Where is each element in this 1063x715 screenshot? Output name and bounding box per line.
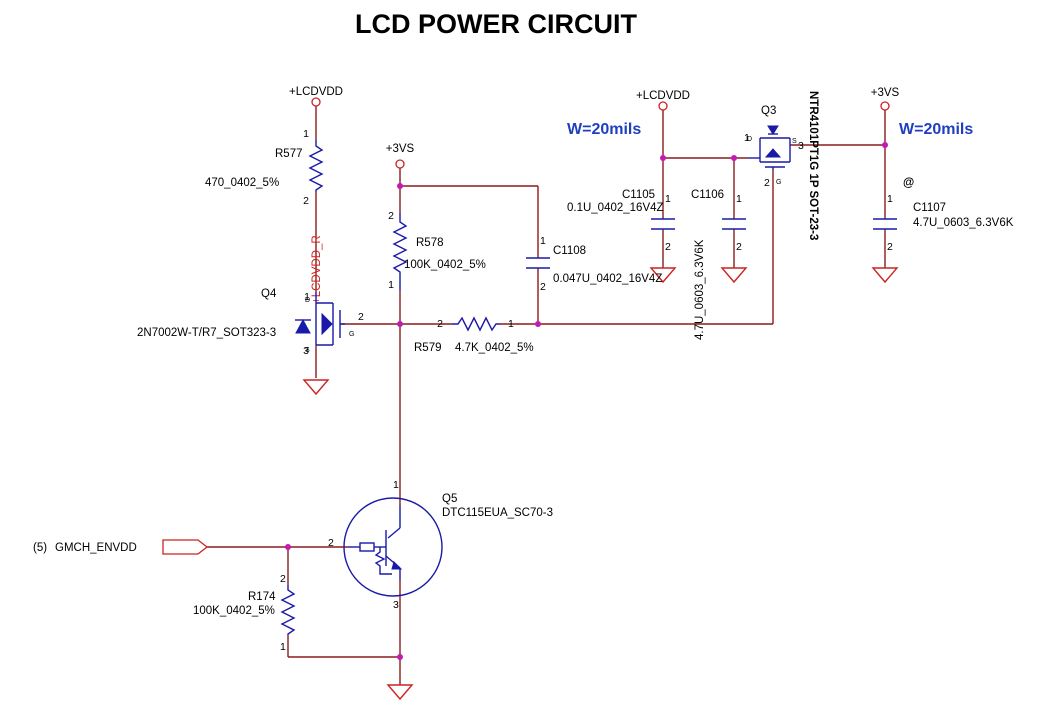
svg-text:G: G [349,331,354,338]
ground-symbols [302,267,899,701]
svg-text:1: 1 [393,479,399,491]
resistor-r578: 2 1 R578 100K_0402_5% [388,210,486,291]
svg-text:2: 2 [328,537,334,549]
svg-text:4.7U_0603_6.3V6K: 4.7U_0603_6.3V6K [913,217,1014,229]
capacitor-c1108: 1 2 C1108 0.047U_0402_16V4Z [526,235,662,293]
capacitor-c1105: 1 2 C1105 0.1U_0402_16V4Z [567,189,675,253]
power-symbol-lcdvdd-right: +LCDVDD [636,90,690,111]
capacitor-c1107: 1 2 C1107 4.7U_0603_6.3V6K [873,193,1014,253]
junctions [285,142,888,660]
resistor-r579: 2 1 R579 4.7K_0402_5% [414,316,534,354]
svg-text:1: 1 [736,193,742,205]
power-symbol-lcdvdd-left: +LCDVDD [289,86,343,107]
svg-text:G: G [776,179,781,186]
svg-text:2: 2 [388,210,394,222]
svg-text:2: 2 [303,195,309,207]
resistor-r174: 2 1 R174 100K_0402_5% [193,573,296,653]
svg-text:+3VS: +3VS [386,143,415,155]
svg-text:+3VS: +3VS [871,87,900,99]
svg-text:S: S [792,138,797,145]
svg-text:1: 1 [280,641,286,653]
svg-text:R174: R174 [248,591,276,603]
mosfet-q4: D S G 1 2 3 Q4 2N7002W-T/R7_SOT323-3 [137,288,364,357]
svg-text:2: 2 [764,177,770,189]
svg-text:D: D [747,136,752,143]
svg-text:1: 1 [388,279,394,291]
svg-text:0.1U_0402_16V4Z: 0.1U_0402_16V4Z [567,202,664,214]
svg-text:DTC115EUA_SC70-3: DTC115EUA_SC70-3 [442,507,553,519]
trace-width-note-right: W=20mils [899,121,973,138]
wires [207,106,886,685]
trace-width-note-left: W=20mils [567,121,641,138]
svg-text:1: 1 [744,132,750,144]
svg-text:470_0402_5%: 470_0402_5% [205,177,279,189]
svg-text:R578: R578 [416,237,444,249]
svg-text:1: 1 [887,193,893,205]
capacitor-c1106: 1 2 C1106 4.7U_0603_6.3V6K [691,189,746,340]
svg-text:1: 1 [303,128,309,140]
svg-text:2: 2 [736,241,742,253]
svg-text:3: 3 [798,140,804,152]
svg-text:C1106: C1106 [691,189,724,201]
page-title: LCD POWER CIRCUIT [355,9,637,39]
svg-text:2N7002W-T/R7_SOT323-3: 2N7002W-T/R7_SOT323-3 [137,327,276,339]
svg-text:C1107: C1107 [913,202,946,214]
svg-text:0.047U_0402_16V4Z: 0.047U_0402_16V4Z [553,273,662,285]
svg-text:1: 1 [304,291,310,303]
svg-text:2: 2 [540,281,546,293]
resistor-r577: 1 2 R577 470_0402_5% [205,128,324,207]
svg-text:3: 3 [303,345,309,357]
svg-text:2: 2 [887,241,893,253]
at-mark: @ [903,177,914,189]
mosfet-q3: D S G 1 3 2 Q3 NTR4101PT1G 1P SOT-23-3 [744,91,819,240]
svg-text:R579: R579 [414,342,442,354]
svg-text:C1105: C1105 [622,189,655,201]
svg-text:3: 3 [393,599,399,611]
svg-text:+LCDVDD: +LCDVDD [289,86,343,98]
svg-text:S: S [305,347,310,354]
svg-text:R577: R577 [275,148,303,160]
svg-text:+LCDVDD: +LCDVDD [636,90,690,102]
svg-text:2: 2 [437,318,443,330]
svg-text:2: 2 [280,573,286,585]
svg-text:GMCH_ENVDD: GMCH_ENVDD [55,542,137,554]
power-symbol-3vs-right: +3VS [871,87,900,111]
svg-text:2: 2 [358,311,364,323]
transistor-q5: 1 2 3 Q5 DTC115EUA_SC70-3 [328,479,553,611]
svg-text:Q4: Q4 [261,288,277,300]
svg-text:100K_0402_5%: 100K_0402_5% [193,605,275,617]
svg-text:1: 1 [540,235,546,247]
input-port-gmch-envdd: (5) GMCH_ENVDD [33,539,209,555]
svg-text:4.7U_0603_6.3V6K: 4.7U_0603_6.3V6K [694,239,706,340]
svg-text:1: 1 [508,318,514,330]
svg-text:(5): (5) [33,542,47,554]
net-label-lcdvdd-r: +LCDVDD_R [311,235,323,304]
svg-text:100K_0402_5%: 100K_0402_5% [404,259,486,271]
svg-text:Q3: Q3 [761,105,776,117]
power-symbol-3vs-mid: +3VS [386,143,415,169]
svg-text:2: 2 [665,241,671,253]
svg-text:1: 1 [665,193,671,205]
svg-text:C1108: C1108 [553,245,586,257]
svg-text:D: D [305,297,310,304]
svg-text:Q5: Q5 [442,493,457,505]
svg-text:4.7K_0402_5%: 4.7K_0402_5% [455,342,534,354]
svg-text:NTR4101PT1G 1P SOT-23-3: NTR4101PT1G 1P SOT-23-3 [807,91,819,240]
